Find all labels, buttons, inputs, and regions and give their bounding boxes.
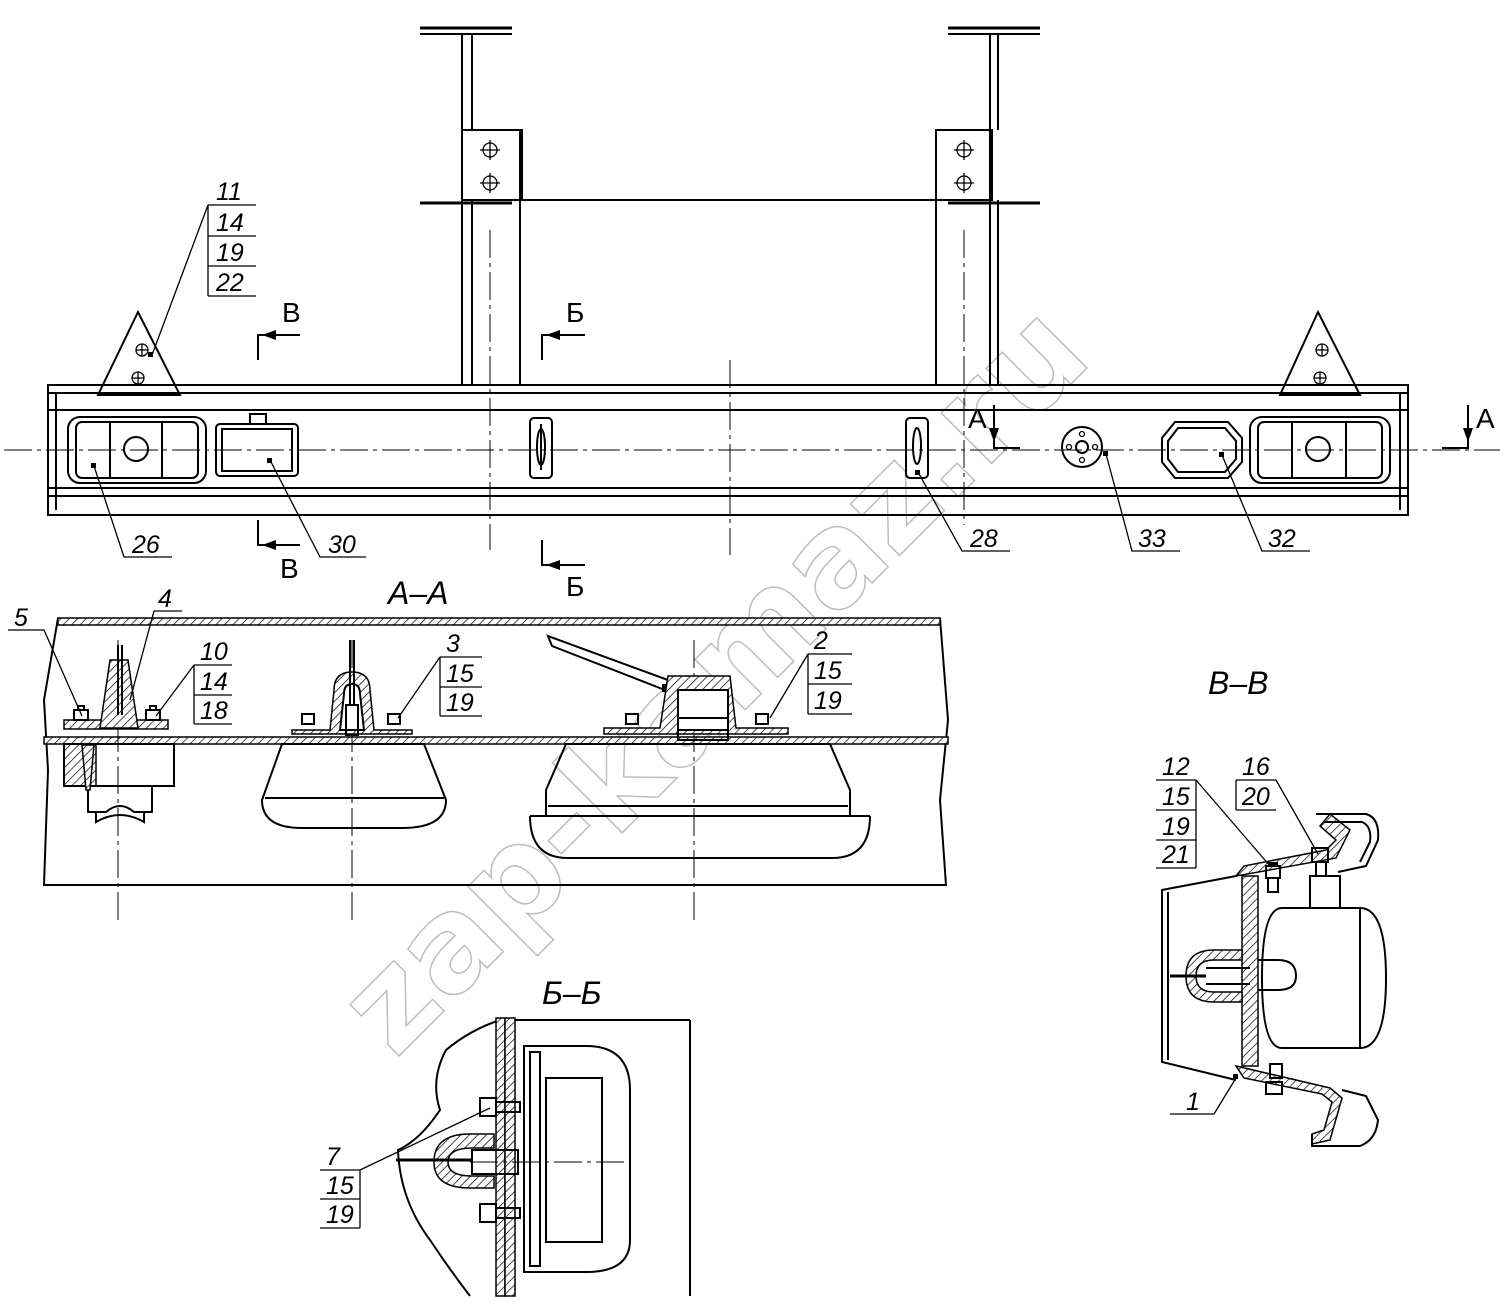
trailer-socket	[1061, 426, 1108, 468]
svg-text:Б: Б	[566, 297, 584, 328]
fog-light	[1161, 421, 1243, 479]
svg-text:14: 14	[200, 668, 228, 696]
aa-center-lamp	[260, 640, 448, 829]
svg-text:33: 33	[1138, 525, 1166, 553]
right-marker-light	[905, 417, 929, 479]
svg-text:5: 5	[14, 604, 28, 632]
svg-text:18: 18	[200, 697, 228, 725]
svg-text:19: 19	[216, 239, 244, 267]
license-plate-light	[215, 413, 299, 477]
svg-text:22: 22	[215, 269, 244, 297]
svg-text:16: 16	[1242, 753, 1270, 781]
callout-28: 28	[917, 471, 1010, 553]
svg-text:28: 28	[969, 525, 998, 553]
callout-26: 26	[93, 465, 172, 559]
svg-text:2: 2	[813, 627, 828, 655]
section-aa: А–А	[8, 575, 950, 922]
svg-text:10: 10	[200, 638, 228, 666]
svg-text:15: 15	[326, 1172, 354, 1200]
svg-text:21: 21	[1161, 841, 1190, 869]
svg-text:7: 7	[326, 1143, 341, 1171]
callout-30: 30	[269, 459, 366, 559]
callout-1: 1	[1170, 1074, 1238, 1116]
svg-text:32: 32	[1268, 525, 1296, 553]
svg-text:Б: Б	[566, 571, 584, 602]
svg-text:15: 15	[446, 660, 474, 688]
main-view: В В Б Б А А	[4, 26, 1500, 602]
svg-text:4: 4	[158, 585, 172, 613]
svg-text:1: 1	[1186, 1088, 1200, 1116]
svg-text:20: 20	[1241, 783, 1270, 811]
right-rear-lamp	[1249, 416, 1391, 484]
svg-text:3: 3	[446, 630, 460, 658]
right-bracket	[935, 26, 1040, 385]
svg-text:12: 12	[1162, 753, 1190, 781]
svg-text:А: А	[968, 403, 987, 434]
callout-7-15-19: 7 15 19	[320, 1107, 491, 1229]
section-vv-title: В–В	[1208, 665, 1268, 701]
svg-text:19: 19	[1162, 813, 1190, 841]
cut-mark-a-left: А	[968, 403, 1020, 449]
svg-text:30: 30	[328, 531, 356, 559]
section-aa-title: А–А	[386, 575, 448, 611]
section-bb: Б–Б 7 15 19	[320, 975, 691, 1297]
callout-10-14-18: 10 14 18	[155, 638, 232, 725]
callout-2-15-19: 2 15 19	[769, 627, 852, 719]
svg-text:А: А	[1476, 403, 1495, 434]
right-reflector-triangle	[1278, 309, 1362, 396]
callout-3-15-19: 3 15 19	[397, 630, 482, 719]
left-bracket	[420, 26, 523, 385]
svg-text:14: 14	[216, 209, 244, 237]
svg-text:15: 15	[814, 657, 842, 685]
cut-mark-v-top: В	[257, 297, 301, 360]
section-vv: В–В 12 15 19	[1156, 665, 1388, 1147]
aa-socket	[63, 645, 175, 824]
callout-11-14-19-22: 11 14 19 22	[151, 178, 256, 356]
section-bb-title: Б–Б	[542, 975, 601, 1011]
callout-33: 33	[1105, 453, 1180, 553]
left-reflector-triangle	[96, 309, 182, 396]
svg-text:19: 19	[814, 687, 842, 715]
svg-text:11: 11	[216, 178, 242, 206]
cut-mark-a-right: А	[1442, 403, 1495, 449]
aa-right-lamp	[529, 634, 871, 859]
left-marker-light	[529, 417, 553, 479]
callout-4: 4	[129, 585, 182, 701]
callout-5: 5	[8, 604, 83, 717]
svg-text:19: 19	[446, 689, 474, 717]
callout-16-20: 16 20	[1235, 753, 1319, 855]
callout-32: 32	[1221, 454, 1310, 553]
cut-mark-b-bottom: Б	[541, 540, 585, 602]
callout-12-15-19-21: 12 15 19 21	[1156, 753, 1271, 869]
cut-mark-b-top: Б	[541, 297, 585, 360]
left-rear-lamp	[67, 416, 207, 484]
svg-text:15: 15	[1162, 783, 1190, 811]
cut-mark-v-bottom: В	[257, 520, 300, 584]
svg-text:В: В	[282, 297, 301, 328]
svg-text:В: В	[280, 553, 299, 584]
svg-text:19: 19	[326, 1201, 354, 1229]
svg-text:26: 26	[131, 531, 160, 559]
